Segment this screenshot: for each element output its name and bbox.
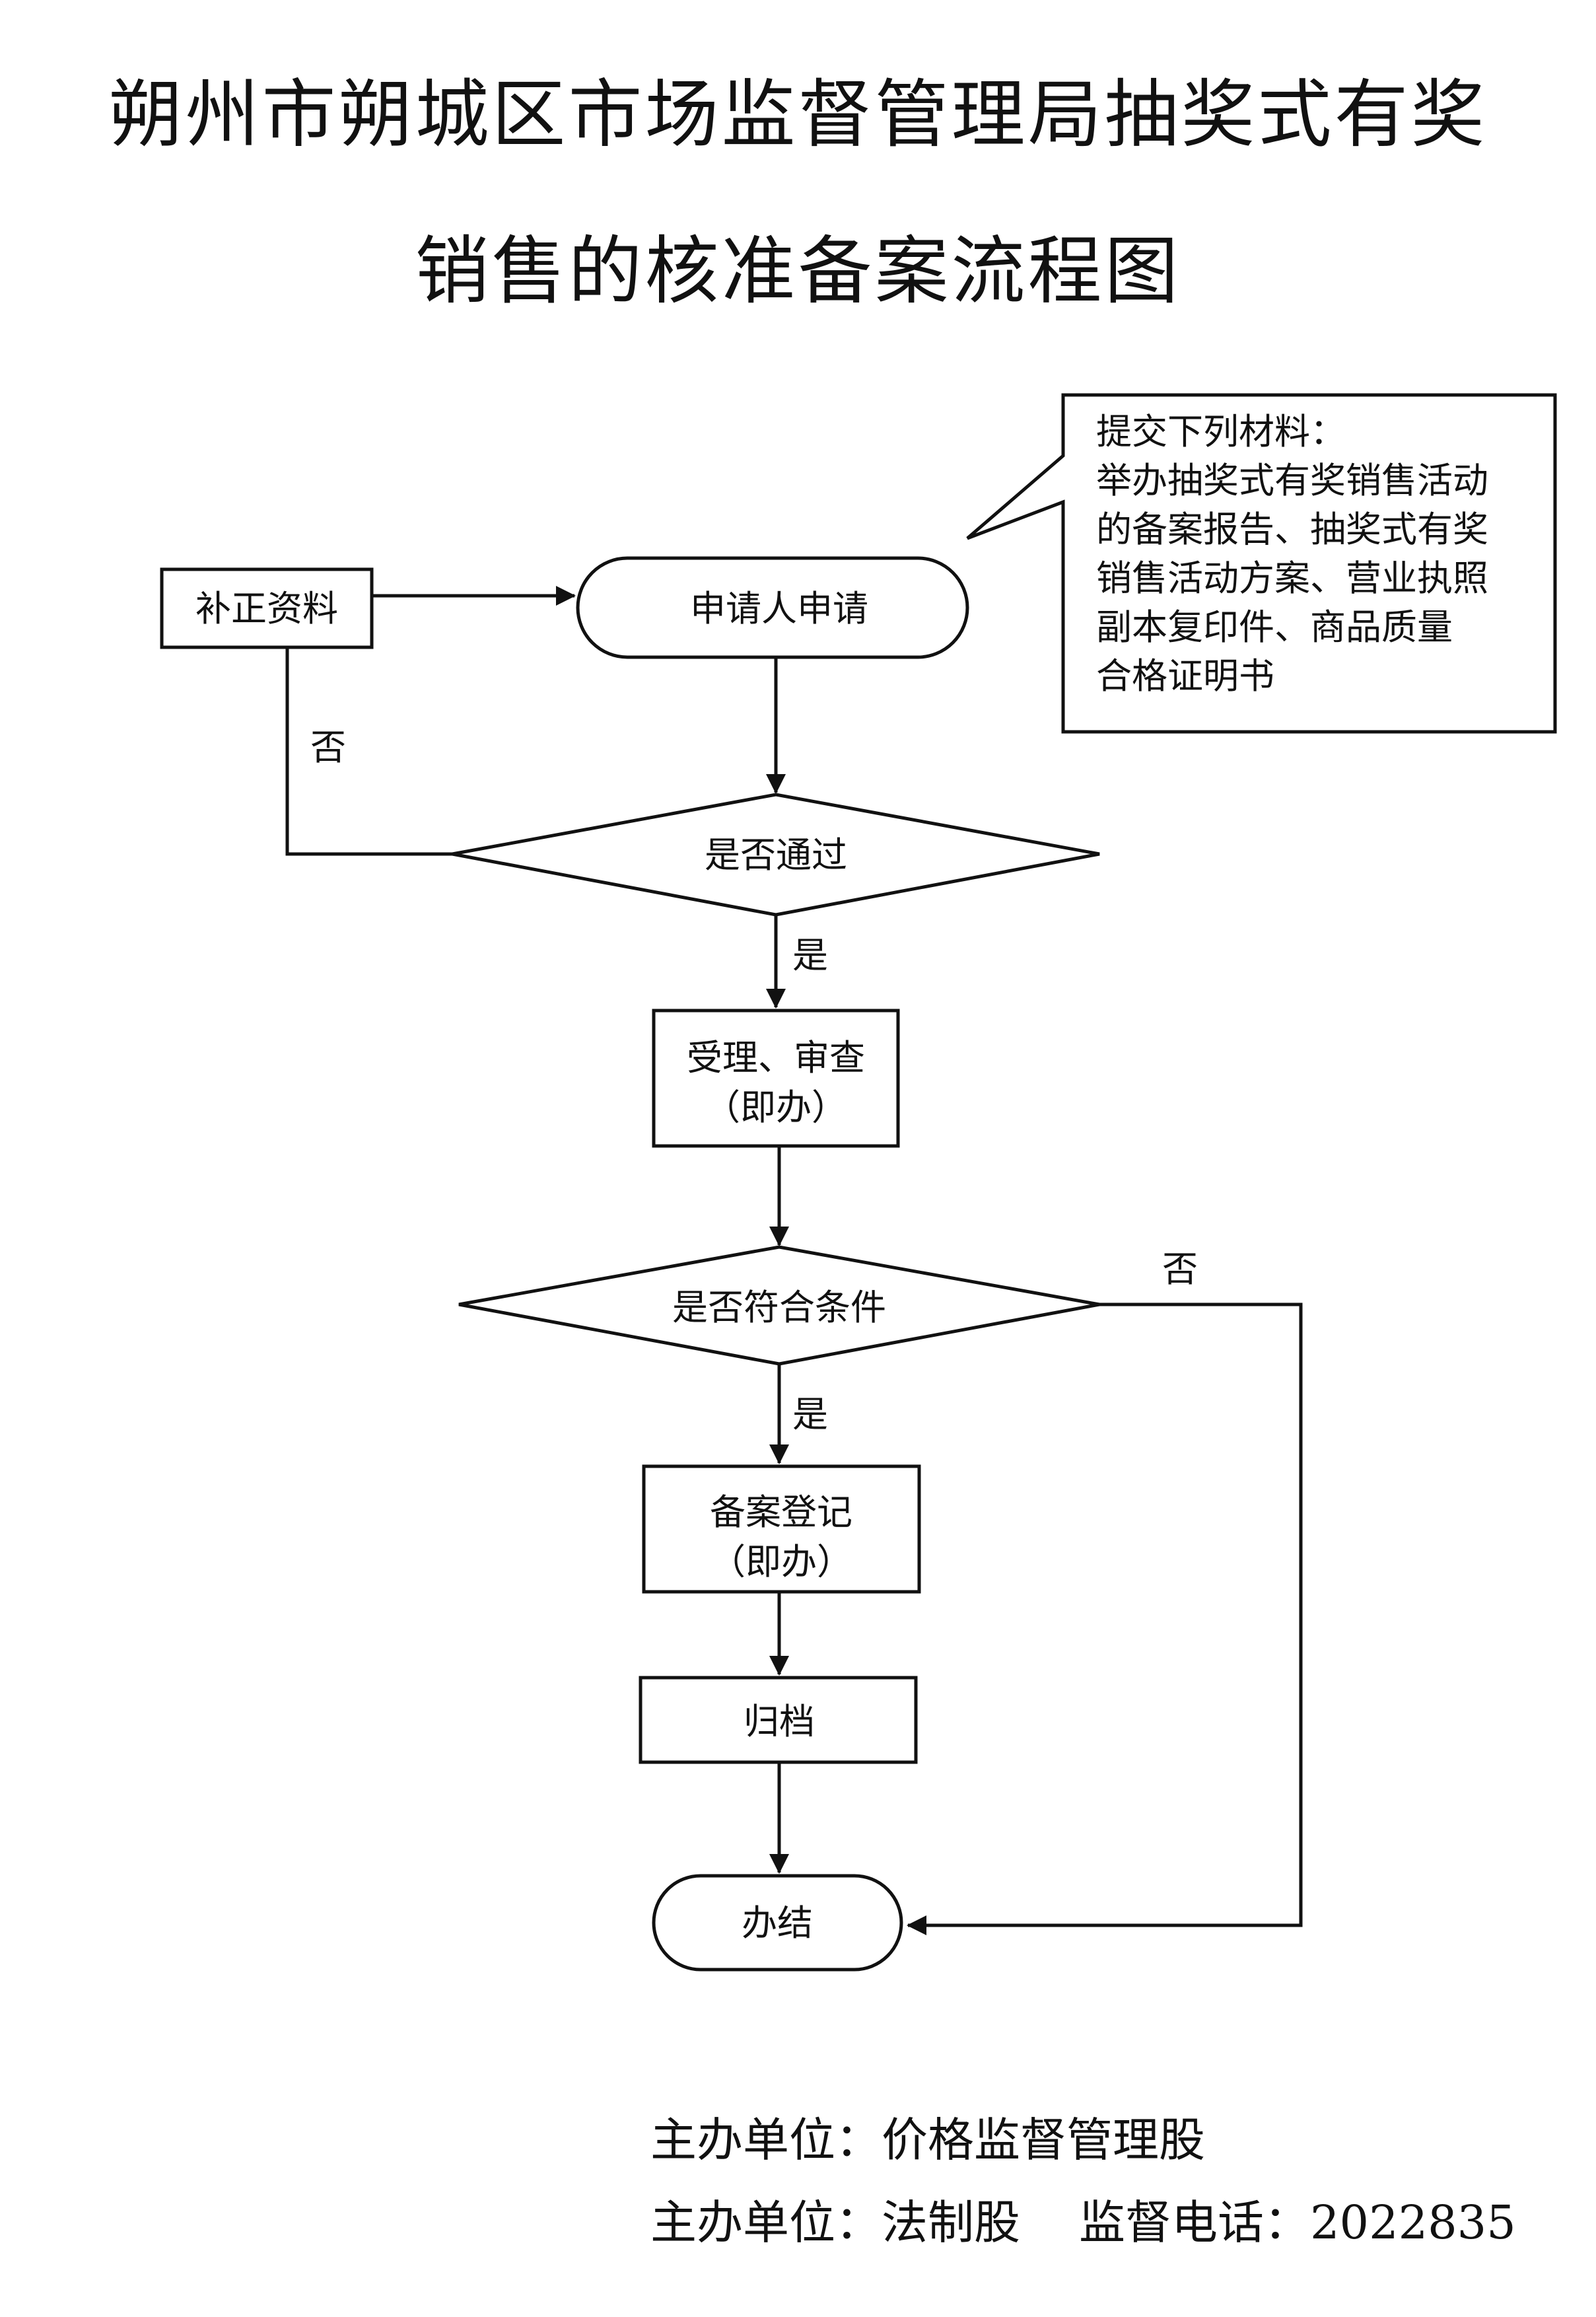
pass-check-node: 是否通过 xyxy=(452,793,1100,917)
edge-label-yes-1: 是 xyxy=(792,935,828,976)
register-node: 备案登记 （即办） xyxy=(642,1464,921,1594)
note-line-1: 提交下列材料： xyxy=(1096,411,1346,452)
apply-label: 申请人申请 xyxy=(690,588,868,629)
review-node: 受理、审查 （即办） xyxy=(652,1009,900,1148)
footer-supervision-line: 主办单位：法制股 监督电话：2022835 xyxy=(650,2195,1516,2250)
edge-label-no-1: 否 xyxy=(310,727,346,768)
edge-label-no-2: 否 xyxy=(1162,1248,1198,1290)
edge-label-yes-2: 是 xyxy=(792,1394,828,1435)
finish-label: 办结 xyxy=(742,1902,813,1944)
materials-note: 提交下列材料： 举办抽奖式有奖销售活动 的备案报告、抽奖式有奖 销售活动方案、营… xyxy=(966,393,1557,734)
pass-check-label: 是否通过 xyxy=(705,834,847,876)
footer-organizer-line: 主办单位：价格监督管理股 xyxy=(650,2113,1205,2167)
conditions-check-node: 是否符合条件 xyxy=(458,1245,1100,1366)
conditions-check-label: 是否符合条件 xyxy=(672,1287,886,1328)
diagram-title-line2: 销售的核准备案流程图 xyxy=(415,229,1181,314)
review-label-line1: 受理、审查 xyxy=(687,1037,865,1079)
note-line-6: 合格证明书 xyxy=(1096,655,1274,697)
finish-node: 办结 xyxy=(652,1874,903,1972)
register-label-line2: （即办） xyxy=(710,1541,852,1583)
note-line-5: 副本复印件、商品质量 xyxy=(1096,606,1453,648)
archive-node: 归档 xyxy=(639,1676,918,1764)
review-label-line2: （即办） xyxy=(705,1087,847,1128)
note-line-2: 举办抽奖式有奖销售活动 xyxy=(1096,460,1488,501)
diagram-title-line1: 朔州市朔城区市场监督管理局抽奖式有奖 xyxy=(108,72,1488,158)
note-line-3: 的备案报告、抽奖式有奖 xyxy=(1096,509,1488,550)
register-label-line1: 备案登记 xyxy=(710,1491,852,1533)
supplement-node: 补正资料 xyxy=(160,567,374,649)
supplement-label: 补正资料 xyxy=(195,588,338,629)
archive-label: 归档 xyxy=(744,1701,815,1742)
apply-node: 申请人申请 xyxy=(576,556,969,659)
edge-pass-no-to-supplement xyxy=(285,647,452,856)
edge-conditions-no-to-finish xyxy=(907,1302,1303,1935)
note-line-4: 销售活动方案、营业执照 xyxy=(1096,557,1488,599)
